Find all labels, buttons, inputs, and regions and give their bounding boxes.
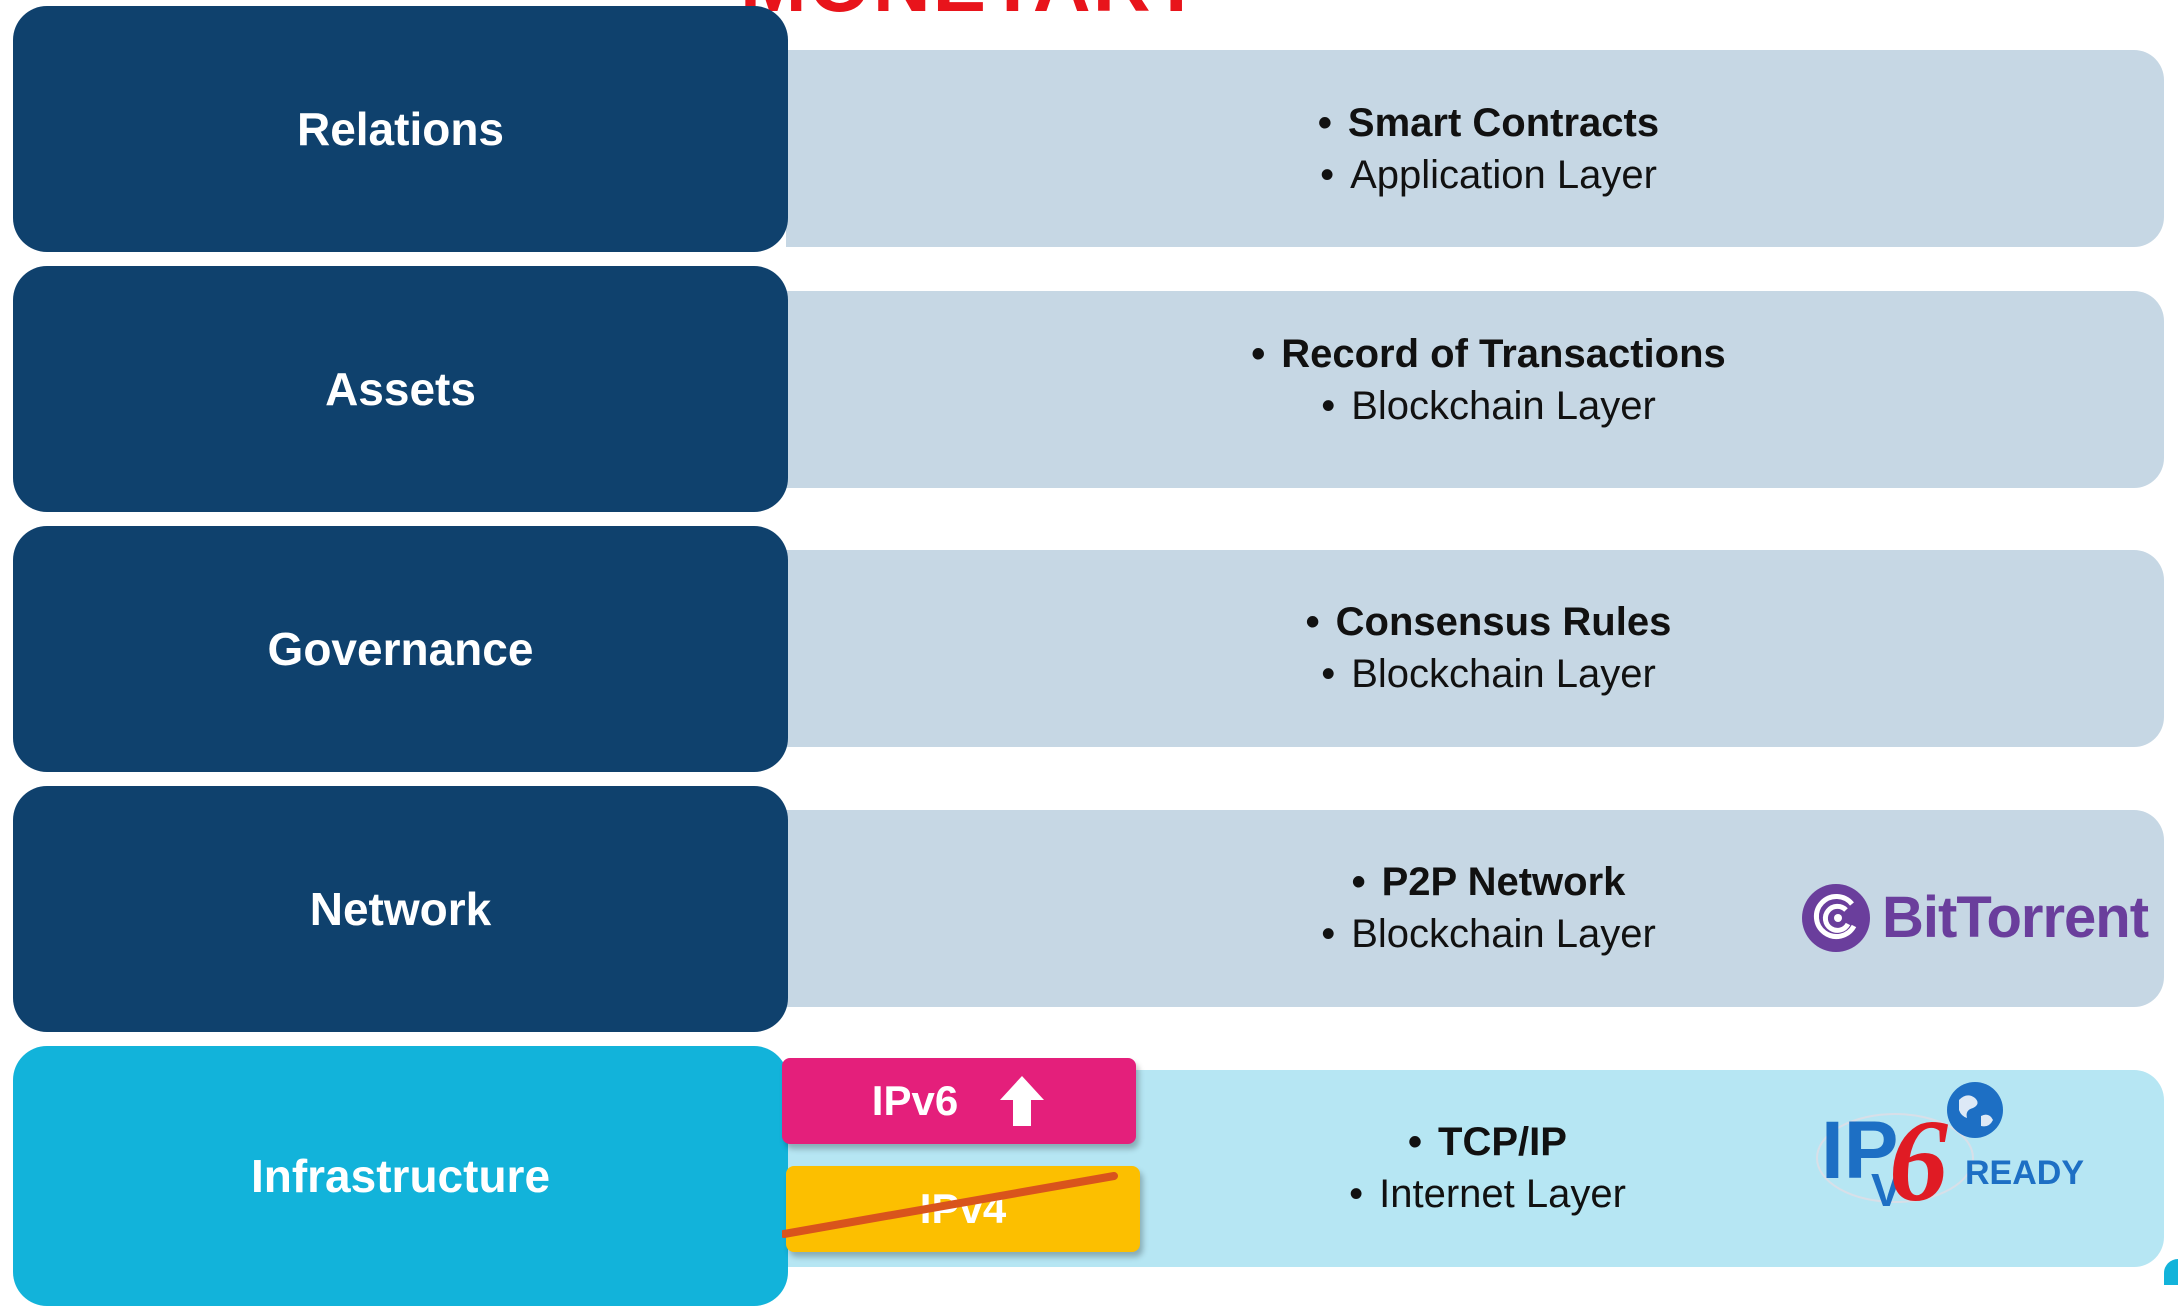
content-band [786,50,2164,247]
bullet-primary: •TCP/IP [1408,1119,1567,1164]
ipv6-tag: IPv6 [782,1058,1136,1144]
layer-label-infrastructure: Infrastructure [13,1046,788,1306]
bullet-secondary: •Blockchain Layer [1321,383,1656,428]
bullet-secondary: •Blockchain Layer [1321,911,1656,956]
bullet-secondary: •Blockchain Layer [1321,651,1656,696]
bittorrent-swirl-icon [1802,883,1870,952]
svg-text:6: 6 [1889,1095,1948,1210]
content-band [786,291,2164,488]
layer-label-assets: Assets [13,266,788,512]
arrow-up-icon [1000,1076,1045,1126]
bullet-primary: •Smart Contracts [1317,100,1660,145]
bullet-list: •Consensus Rules •Blockchain Layer [786,549,2178,746]
svg-text:READY: READY [1965,1154,2084,1192]
ipv4-tag: IPv4 [786,1166,1140,1252]
bullet-list: •TCP/IP •Internet Layer [1100,1069,1875,1266]
slide-title-fragment: MONETARY [740,0,1205,30]
ipv6-ready-logo: IP V 6 READY [1816,1082,2084,1210]
content-band [786,550,2164,747]
bullet-secondary: •Internet Layer [1349,1171,1626,1216]
bullet-list: •Smart Contracts •Application Layer [786,50,2178,247]
layer-label-governance: Governance [13,526,788,772]
bittorrent-logo: BitTorrent [1800,880,2149,955]
bullet-list: •P2P Network •Blockchain Layer [786,809,2178,1006]
bullet-primary: •P2P Network [1351,859,1626,904]
bullet-secondary: •Application Layer [1320,152,1657,197]
ipv4-tag-label: IPv4 [919,1185,1007,1232]
layer-label-network: Network [13,786,788,1032]
bullet-primary: •Consensus Rules [1305,599,1672,644]
layer-label-relations: Relations [13,6,788,252]
bullet-list: •Record of Transactions •Blockchain Laye… [786,281,2178,478]
corner-decoration [2164,1259,2178,1285]
svg-text:V: V [1871,1164,1902,1210]
bittorrent-wordmark: BitTorrent [1882,885,2149,950]
bullet-primary: •Record of Transactions [1251,331,1726,376]
svg-text:IP: IP [1821,1105,1898,1196]
ipv6-tag-label: IPv6 [871,1077,959,1124]
content-band [786,810,2164,1007]
